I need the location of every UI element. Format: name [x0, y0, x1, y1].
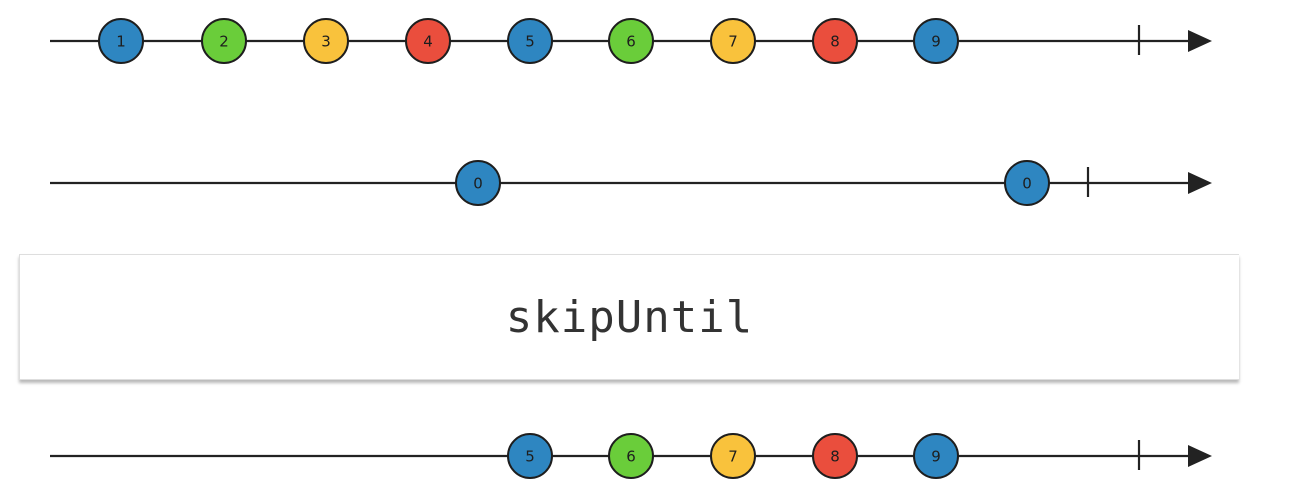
marble-label: 0 — [1022, 175, 1032, 193]
marble-circle — [608, 18, 654, 64]
marble-circle — [507, 18, 553, 64]
marble: 5 — [507, 433, 553, 479]
marble-circle — [710, 18, 756, 64]
marble-label: 9 — [931, 33, 941, 51]
marble-circle — [98, 18, 144, 64]
marble-circle — [913, 433, 959, 479]
arrow-head-icon — [1188, 30, 1212, 52]
timeline-result: 5 6 7 8 9 — [50, 433, 1212, 479]
marble: 7 — [710, 433, 756, 479]
marble-label: 5 — [525, 448, 535, 466]
marble: 6 — [608, 433, 654, 479]
operator-label: skipUntil — [505, 291, 754, 343]
marble: 2 — [201, 18, 247, 64]
timeline-source: 1 2 3 4 5 6 7 8 9 — [50, 18, 1212, 64]
marble-label: 6 — [626, 33, 636, 51]
marble-label: 6 — [626, 448, 636, 466]
marble-label: 8 — [830, 33, 840, 51]
marble-circle — [303, 18, 349, 64]
marble-label: 7 — [728, 448, 738, 466]
arrow-head-icon — [1188, 172, 1212, 194]
marble-circle — [913, 18, 959, 64]
marble-circle — [812, 433, 858, 479]
marble-circle — [455, 160, 501, 206]
marble: 8 — [812, 18, 858, 64]
marble: 8 — [812, 433, 858, 479]
marble-circle — [405, 18, 451, 64]
marble-label: 1 — [116, 33, 126, 51]
marble-circle — [201, 18, 247, 64]
marble-circle — [710, 433, 756, 479]
marble: 7 — [710, 18, 756, 64]
marble: 1 — [98, 18, 144, 64]
marble: 0 — [1004, 160, 1050, 206]
marble-label: 7 — [728, 33, 738, 51]
marble-label: 0 — [473, 175, 483, 193]
marble-circle — [1004, 160, 1050, 206]
marble-label: 5 — [525, 33, 535, 51]
marble-label: 3 — [321, 33, 331, 51]
arrow-head-icon — [1188, 445, 1212, 467]
marble-circle — [812, 18, 858, 64]
marble-label: 9 — [931, 448, 941, 466]
operator-box: skipUntil — [19, 254, 1239, 380]
marble: 4 — [405, 18, 451, 64]
marble: 6 — [608, 18, 654, 64]
marble-label: 8 — [830, 448, 840, 466]
marble: 0 — [455, 160, 501, 206]
marble-label: 4 — [423, 33, 433, 51]
marble: 9 — [913, 18, 959, 64]
marble-label: 2 — [219, 33, 229, 51]
marble: 9 — [913, 433, 959, 479]
marble-circle — [608, 433, 654, 479]
marble: 5 — [507, 18, 553, 64]
marble-circle — [507, 433, 553, 479]
marble: 3 — [303, 18, 349, 64]
